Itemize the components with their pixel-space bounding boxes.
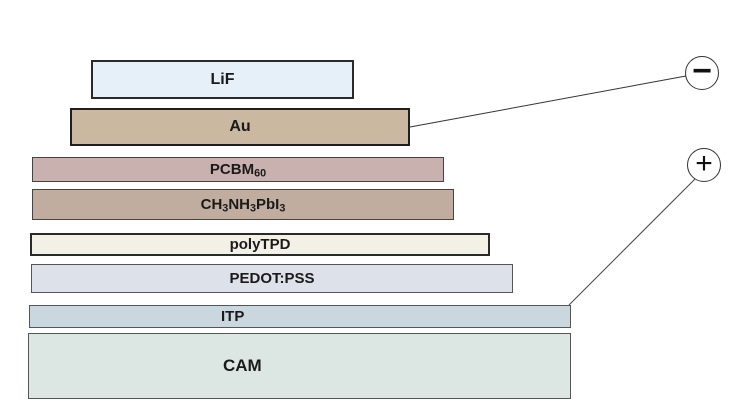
layer-label: ITP [221,308,245,325]
layer-label: LiF [210,70,235,88]
layer-pedot: PEDOT:PSS [31,264,513,293]
layer-itp: ITP [29,305,571,328]
layer-polytpd: polyTPD [30,233,490,256]
layer-perovskite: CH3NH3PbI3 [32,189,454,220]
layer-pcbm: PCBM60 [32,157,444,182]
negative-wire [409,75,687,128]
layer-label: PCBM60 [209,161,267,180]
layer-label: CH3NH3PbI3 [200,196,286,215]
layer-label: PEDOT:PSS [229,270,315,287]
layer-label: Au [229,118,251,135]
positive-terminal-icon: + [687,148,721,182]
positive-wire [568,178,696,306]
layer-cam: CAM [28,333,571,399]
layer-label: CAM [223,356,262,375]
negative-terminal-icon: − [685,54,719,90]
layer-label: polyTPD [229,236,291,253]
layer-lif: LiF [91,60,354,99]
layer-au: Au [70,108,410,146]
